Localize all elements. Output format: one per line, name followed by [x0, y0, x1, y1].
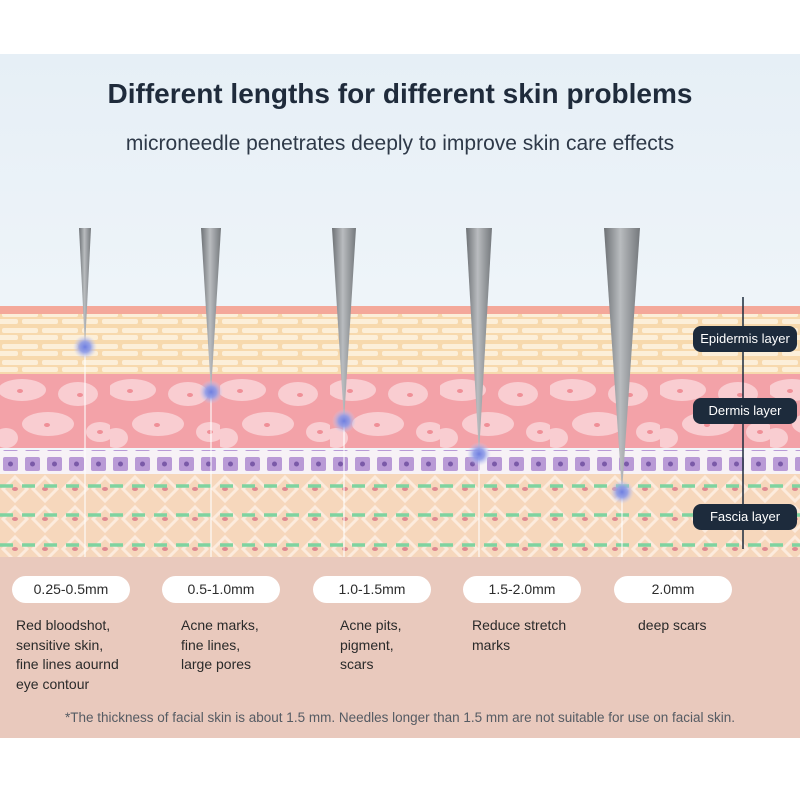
needle-description: Acne marks, fine lines, large pores	[181, 617, 259, 672]
skin-top-line	[0, 306, 800, 314]
layer-label-dermis: Dermis layer	[693, 398, 797, 424]
needle-description: Reduce stretch marks	[472, 617, 567, 653]
needle-description: deep scars	[638, 617, 707, 633]
footnote: *The thickness of facial skin is about 1…	[64, 710, 736, 725]
dermis-band	[0, 374, 800, 448]
layer-label-epidermis: Epidermis layer	[693, 326, 797, 352]
page-subtitle: microneedle penetrates deeply to improve…	[125, 132, 675, 155]
needle-3	[332, 228, 356, 433]
needle-description: Red bloodshot, sensitive skin, fine line…	[16, 617, 119, 692]
layer-label-fascia: Fascia layer	[693, 504, 797, 530]
needle-4	[466, 228, 492, 466]
page-title: Different lengths for different skin pro…	[107, 78, 693, 109]
needle-tip-glow	[332, 409, 356, 433]
needle-description: Acne pits, pigment, scars	[340, 617, 402, 672]
needle-2	[199, 228, 223, 404]
needle-tip-glow	[199, 380, 223, 404]
needle-length-pill: 1.5-2.0mm	[463, 576, 581, 603]
needle-tip-glow	[610, 480, 634, 504]
needle-length-pill: 0.5-1.0mm	[162, 576, 280, 603]
needle-length-pill: 0.25-0.5mm	[12, 576, 130, 603]
needle-5	[604, 228, 640, 504]
fascia-dashes	[0, 484, 800, 547]
illustration: Different lengths for different skin pro…	[0, 54, 800, 738]
needle-tip-glow	[467, 442, 491, 466]
needle-length-pill: 2.0mm	[614, 576, 732, 603]
cell-row-band	[0, 450, 800, 474]
skin-cross-section	[0, 228, 800, 576]
needle-length-pill: 1.0-1.5mm	[313, 576, 431, 603]
needle-tip-glow	[73, 335, 97, 359]
needle-1	[73, 228, 97, 359]
epidermis-band	[0, 314, 800, 374]
guide-lines	[84, 347, 623, 576]
